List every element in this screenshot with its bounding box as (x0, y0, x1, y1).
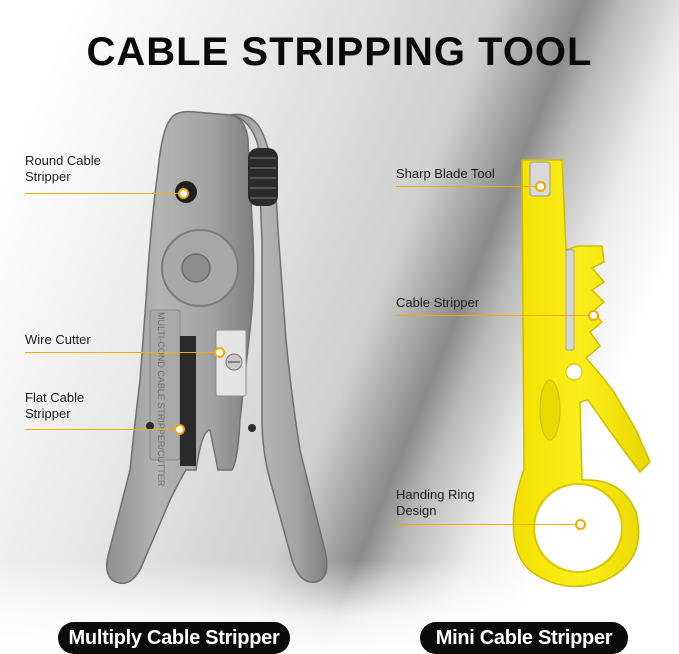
marker-round-cable-stripper (178, 188, 189, 199)
tool-name-mini-cable-stripper: Mini Cable Stripper (420, 622, 628, 654)
leader-flat-cable-stripper (25, 429, 177, 430)
leader-cable-stripper (396, 315, 588, 316)
leader-round-cable-stripper (25, 193, 181, 194)
marker-wire-cutter (214, 347, 225, 358)
callout-cable-stripper: Cable Stripper (396, 295, 480, 310)
tool-name-multiply-cable-stripper: Multiply Cable Stripper (58, 622, 290, 654)
flat-cable-slot (180, 336, 196, 466)
marker-handing-ring-design (575, 519, 586, 530)
leader-wire-cutter (25, 352, 217, 353)
engraving-text: MULTI-COND CABLE STRIPPER/CUTTER (156, 312, 166, 487)
callout-round-cable-stripper: Round Cable Stripper (25, 153, 101, 184)
marker-cable-stripper (588, 310, 599, 321)
marker-sharp-blade-tool (535, 181, 546, 192)
marker-flat-cable-stripper (174, 424, 185, 435)
callout-wire-cutter: Wire Cutter (25, 332, 91, 347)
leader-sharp-blade-tool (396, 186, 536, 187)
callout-sharp-blade-tool: Sharp Blade Tool (396, 166, 495, 181)
leader-handing-ring-design (396, 524, 576, 525)
callout-flat-cable-stripper: Flat Cable Stripper (25, 390, 85, 421)
page-title: CABLE STRIPPING TOOL (86, 30, 593, 74)
callout-handing-ring-design: Handing Ring Design (396, 487, 475, 518)
